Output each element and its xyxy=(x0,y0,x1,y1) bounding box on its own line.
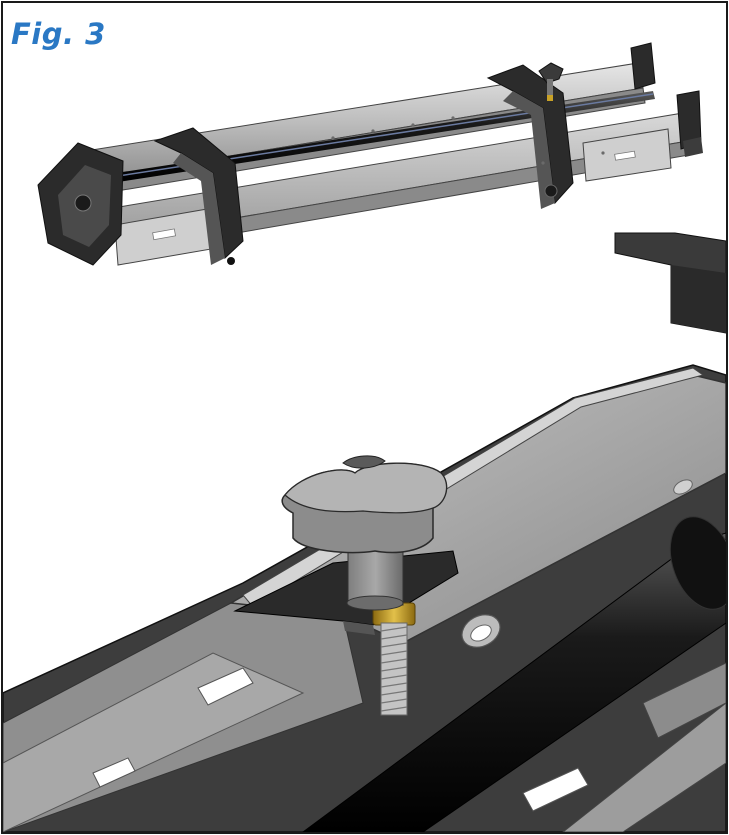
knob-bolt-detail-icon xyxy=(3,233,726,832)
figure-label: Fig. 3 xyxy=(11,17,106,51)
assembly-illustration xyxy=(3,3,726,832)
assembly-overview-icon xyxy=(38,43,703,265)
